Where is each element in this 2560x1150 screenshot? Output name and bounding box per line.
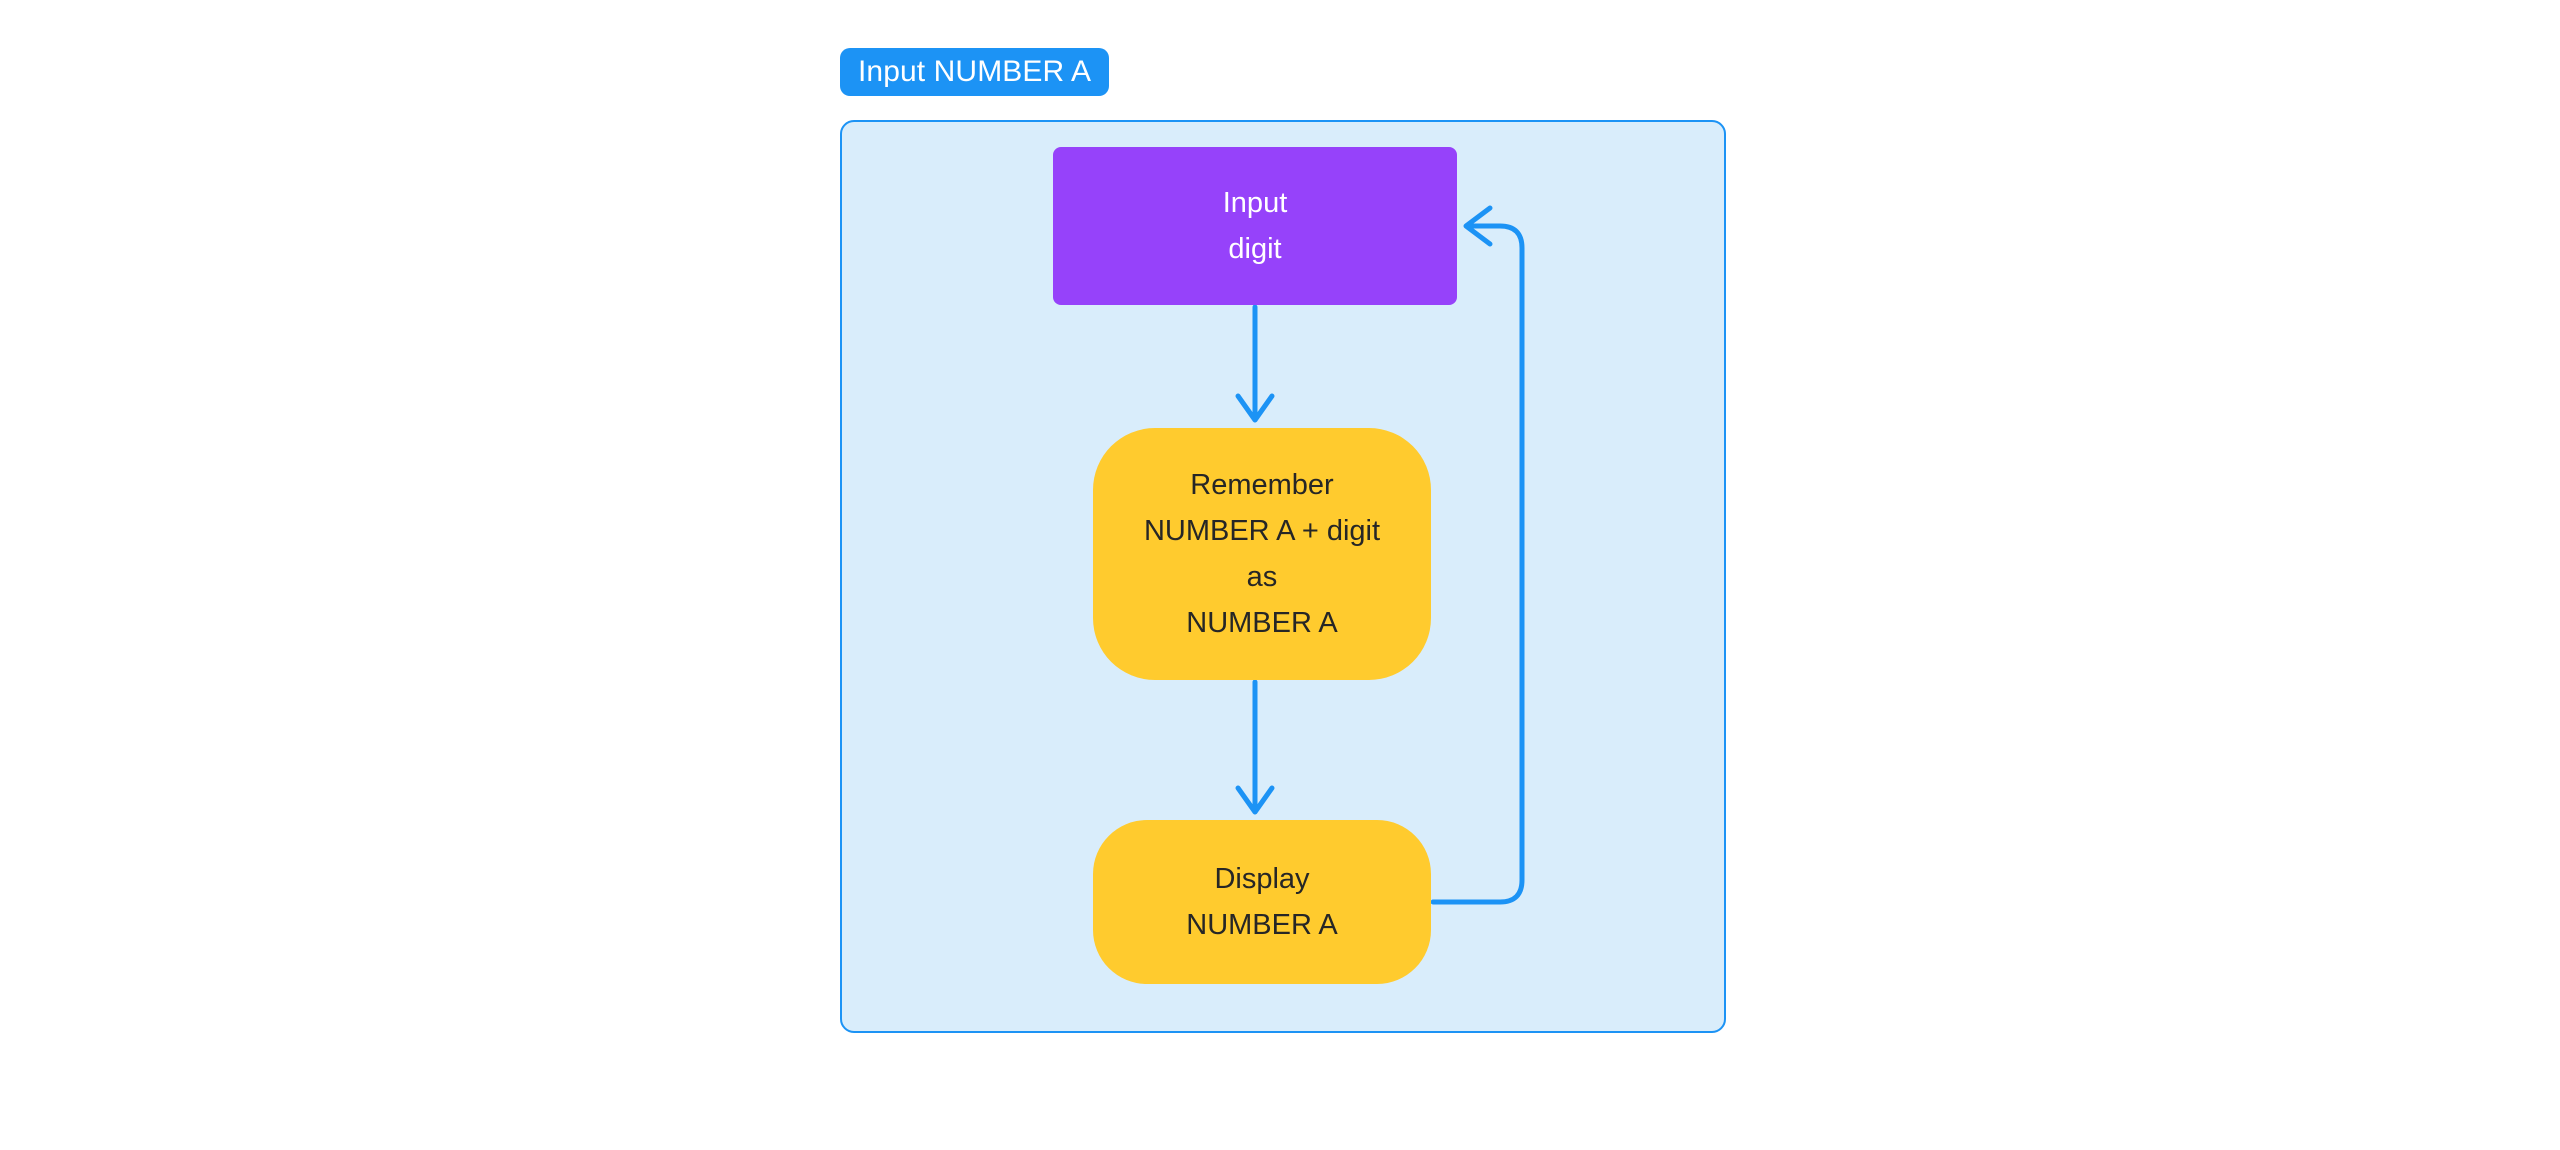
- group-tab-label: Input NUMBER A: [858, 55, 1092, 88]
- group-tab-badge[interactable]: Input NUMBER A: [840, 48, 1110, 96]
- node-text-line: NUMBER A + digit: [1143, 515, 1381, 547]
- node-text-line: as: [1246, 561, 1278, 593]
- node-remember[interactable]: Remember NUMBER A + digit as NUMBER A: [1093, 428, 1431, 680]
- node-input-digit[interactable]: Input digit: [1053, 147, 1457, 305]
- node-display[interactable]: Display NUMBER A: [1093, 820, 1431, 984]
- flowchart-group: Input NUMBER A Input digit Remember NUMB…: [840, 48, 1726, 1033]
- node-text-line: NUMBER A: [1186, 909, 1338, 941]
- node-text-line: Remember: [1190, 469, 1334, 501]
- node-text-line: NUMBER A: [1186, 607, 1338, 639]
- node-text-line: Input: [1222, 187, 1288, 219]
- node-text-line: digit: [1228, 233, 1282, 265]
- node-text-line: Display: [1214, 863, 1310, 895]
